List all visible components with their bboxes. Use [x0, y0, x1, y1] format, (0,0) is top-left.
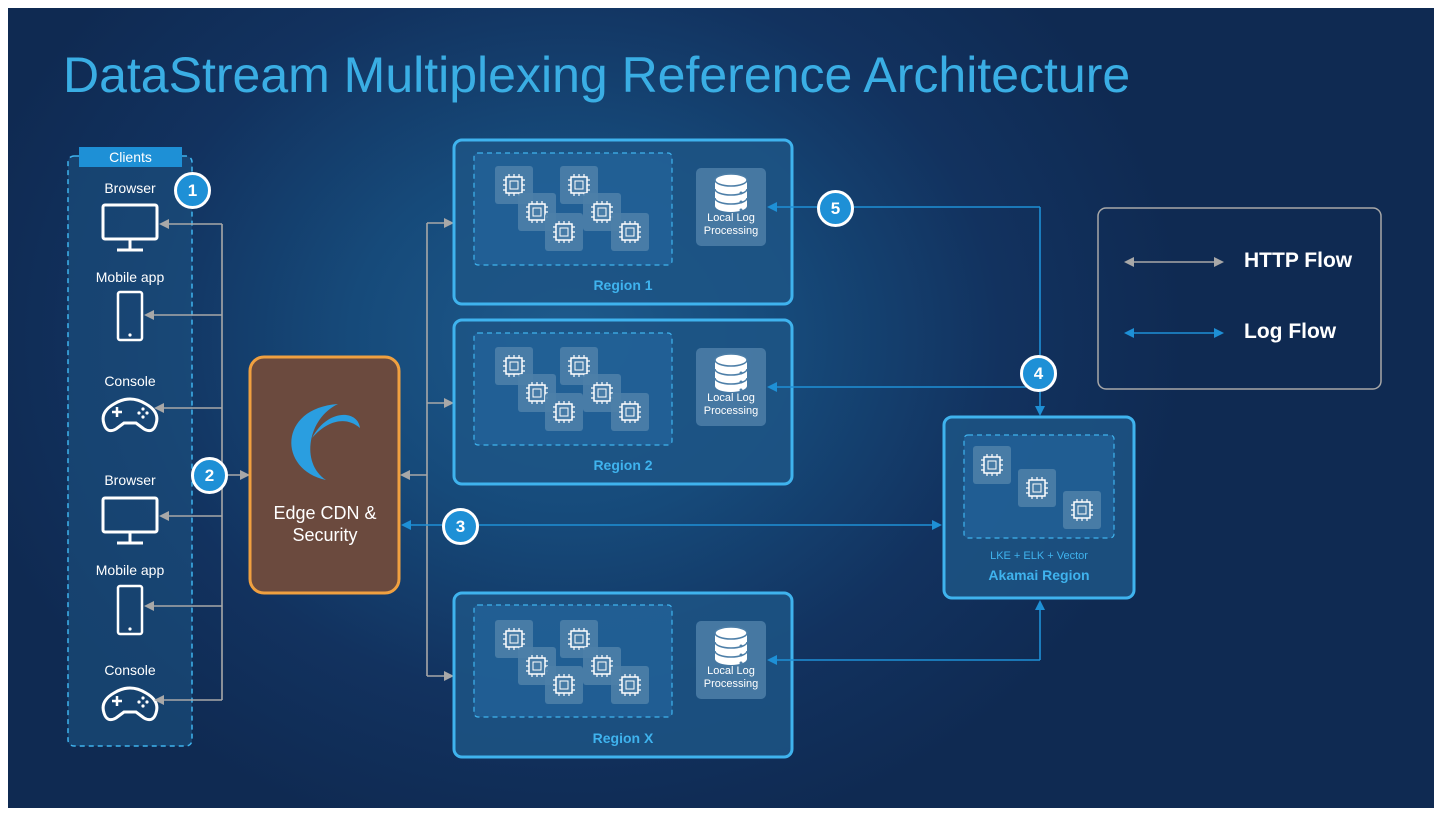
- log-processing-line2: Processing: [703, 405, 759, 417]
- log-processing-line1: Local Log: [707, 665, 755, 677]
- log-processing-line1: Local Log: [707, 212, 755, 224]
- legend-http-label: HTTP Flow: [1244, 249, 1353, 272]
- log-processing-label: Local Log Processing: [696, 665, 766, 691]
- monitor-icon: [101, 203, 159, 252]
- diagram-svg: [67, 138, 1382, 759]
- mobile-phone-icon: [116, 290, 144, 342]
- log-processing-label: Local Log Processing: [696, 392, 766, 418]
- step-badge-1: 1: [174, 172, 211, 209]
- edge-cdn-box: [248, 355, 401, 595]
- region-x-box: [452, 591, 794, 759]
- client-label: Console: [104, 662, 156, 678]
- step-badge-3: 3: [442, 508, 479, 545]
- akamai-region-box: [942, 415, 1136, 600]
- legend-box: [1097, 207, 1382, 390]
- log-processing-line2: Processing: [703, 678, 759, 690]
- akamai-logo-icon: [291, 404, 360, 480]
- edge-cdn-label-line2: Security: [292, 525, 358, 545]
- client-label: Mobile app: [95, 562, 165, 578]
- region-1-label: Region 1: [593, 277, 653, 293]
- edge-cdn-label-line1: Edge CDN &: [273, 503, 377, 523]
- region-2-box: [452, 318, 794, 486]
- client-label: Mobile app: [95, 269, 165, 285]
- region-1-box: [452, 138, 794, 306]
- legend-log-label: Log Flow: [1244, 320, 1337, 343]
- client-label: Console: [104, 373, 156, 389]
- page-title: DataStream Multiplexing Reference Archit…: [63, 47, 1131, 103]
- edge-cdn-label: Edge CDN & Security: [250, 502, 400, 546]
- gamepad-icon: [101, 686, 159, 722]
- log-processing-label: Local Log Processing: [696, 212, 766, 238]
- region-x-label: Region X: [592, 730, 654, 746]
- clients-header: Clients: [79, 147, 182, 167]
- akamai-region-sublabel: LKE + ELK + Vector: [990, 550, 1088, 562]
- monitor-icon: [101, 496, 159, 545]
- diagram-canvas: DataStream Multiplexing Reference Archit…: [8, 8, 1434, 808]
- step-badge-5: 5: [817, 190, 854, 227]
- client-label: Browser: [104, 472, 156, 488]
- step-badge-2: 2: [191, 457, 228, 494]
- log-processing-line1: Local Log: [707, 392, 755, 404]
- gamepad-icon: [101, 397, 159, 433]
- akamai-region-label: Akamai Region: [988, 567, 1090, 583]
- log-processing-line2: Processing: [703, 225, 759, 237]
- client-label: Browser: [104, 180, 156, 196]
- mobile-phone-icon: [116, 584, 144, 636]
- step-badge-4: 4: [1020, 355, 1057, 392]
- region-2-label: Region 2: [593, 457, 653, 473]
